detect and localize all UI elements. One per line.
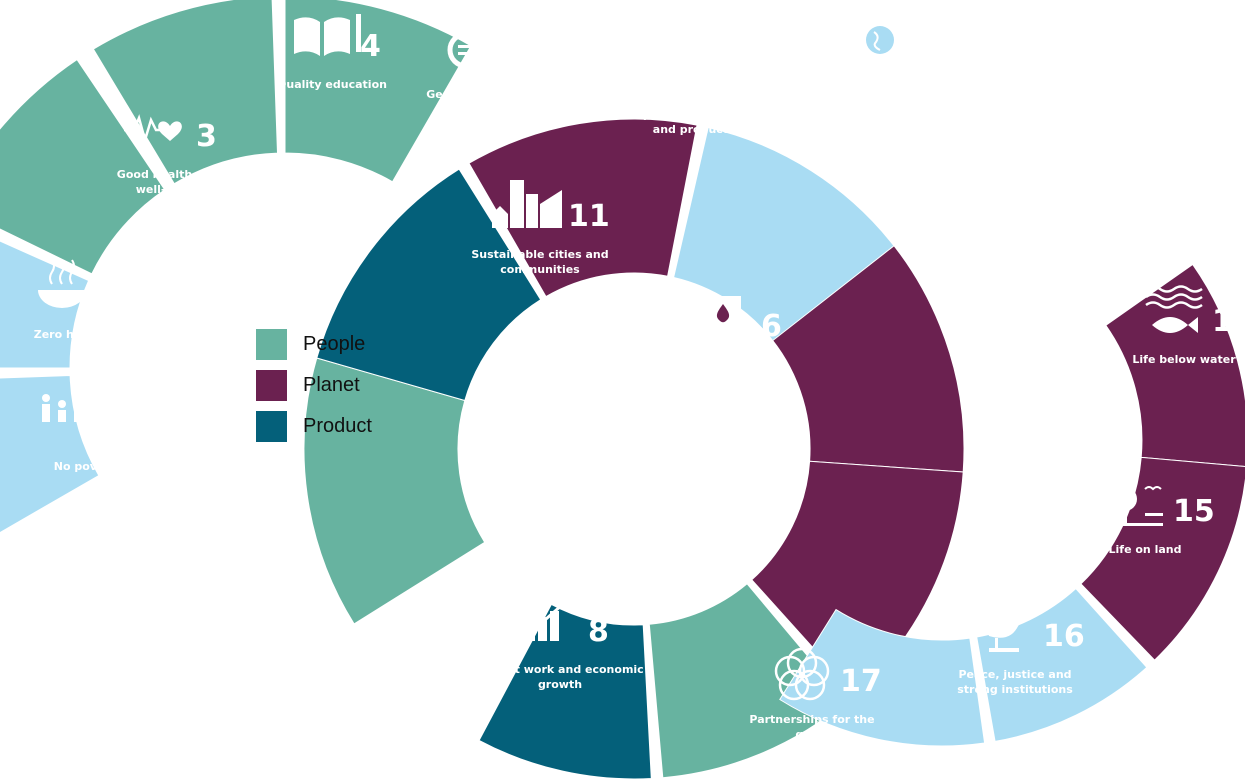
water-icon	[705, 296, 741, 348]
goal-14-segment	[1105, 263, 1245, 468]
goal-7-number: 7	[718, 494, 739, 529]
legend-label-planet: Planet	[303, 374, 360, 396]
goal-8-segment	[648, 583, 847, 779]
goal-10-number: 10	[556, 409, 598, 444]
goal-8-number: 8	[588, 614, 609, 649]
goal-13-title: Climate action	[845, 78, 934, 91]
goal-2-number: 2	[100, 279, 121, 314]
heartbeat-icon	[124, 114, 182, 145]
goal-1-label-group: 1 No poverty	[42, 394, 137, 473]
goal-15-title: Life on land	[1109, 543, 1182, 556]
growth-chart-icon	[521, 603, 563, 641]
goal-2-title: Zero hunger	[34, 328, 111, 341]
legend-label-people: People	[303, 333, 366, 355]
goal-12-number: 12	[728, 59, 770, 94]
goal-12-segment	[468, 118, 698, 298]
goal-11-number: 11	[568, 199, 610, 234]
goal-16-segment	[976, 587, 1148, 742]
city-icon	[492, 180, 562, 228]
goal-6-number: 6	[761, 309, 782, 344]
legend-item-product: Product	[256, 406, 372, 447]
goal-17-number: 17	[840, 664, 882, 699]
legend-item-planet: Planet	[256, 365, 372, 406]
goal-16-number: 16	[1043, 619, 1085, 654]
legend-swatch-product	[256, 411, 287, 442]
goal-3-number: 3	[196, 119, 217, 154]
legend-item-people: People	[256, 324, 372, 365]
tree-icon	[1107, 486, 1163, 526]
legend-label-product: Product	[303, 415, 372, 437]
goal-13-segment	[673, 126, 895, 342]
equals-arrows-icon	[488, 382, 548, 458]
goal-9-number: 9	[393, 664, 414, 699]
goal-15-number: 15	[1173, 494, 1215, 529]
goal-17-segment	[779, 608, 986, 747]
family-icon	[42, 394, 114, 422]
infinity-icon	[655, 57, 725, 83]
eye-globe-icon	[838, 23, 922, 57]
goal-2-segment	[0, 240, 90, 369]
goal-4-number: 4	[360, 29, 381, 64]
book-icon	[294, 14, 361, 56]
fish-icon	[1145, 285, 1203, 333]
gender-icon	[447, 20, 496, 86]
dove-icon	[981, 616, 1023, 652]
goal-10-title: Reduced inequalities	[463, 458, 594, 471]
goal-13-number: 13	[918, 29, 960, 64]
goal-5-number: 5	[504, 39, 525, 74]
legend-swatch-planet	[256, 370, 287, 401]
legend-swatch-people	[256, 329, 287, 360]
rings-icon	[774, 647, 830, 701]
goal-4-title: Quality education	[277, 78, 387, 91]
goal-1-number: 1	[116, 411, 137, 446]
goal-1-title: No poverty	[54, 460, 123, 473]
legend: People Planet Product	[256, 324, 372, 447]
goal-11-segment	[316, 168, 542, 402]
bowl-icon	[38, 259, 86, 308]
goal-4-segment	[92, 0, 279, 185]
goal-10-segment	[303, 357, 486, 625]
sun-power-icon	[653, 478, 707, 532]
goal-14-title: Life below water	[1132, 353, 1236, 366]
goal-9-segment	[478, 603, 652, 780]
goal-3-segment	[0, 58, 166, 275]
goal-5-title: Gender equality	[426, 88, 525, 101]
goal-14-number: 14	[1212, 304, 1245, 339]
cubes-icon	[329, 643, 381, 707]
